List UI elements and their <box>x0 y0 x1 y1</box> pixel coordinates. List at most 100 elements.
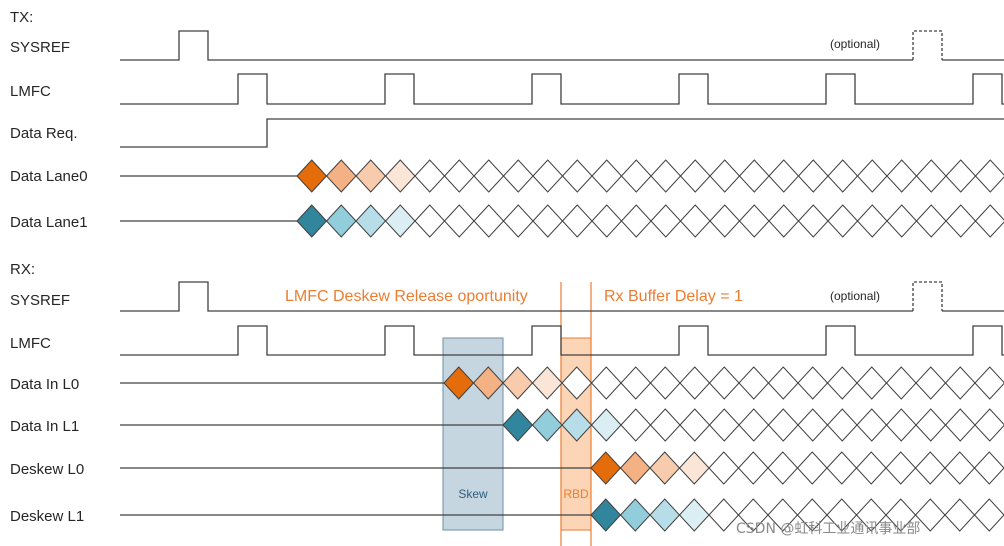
data-symbol-empty <box>502 204 534 238</box>
data-symbol-empty <box>708 408 740 442</box>
data-symbol-empty <box>826 451 858 485</box>
rx-sysref-optional-pulse <box>912 281 943 311</box>
row-label-tx-datareq: Data Req. <box>10 125 78 142</box>
data-symbol-empty <box>473 204 505 238</box>
data-symbol-filled <box>355 159 387 193</box>
data-symbol-filled <box>590 408 622 442</box>
data-symbol-empty <box>708 366 740 400</box>
data-symbol-empty <box>797 366 829 400</box>
row-label-tx-sysref: SYSREF <box>10 39 70 56</box>
data-symbol-empty <box>797 204 829 238</box>
data-symbol-empty <box>915 204 947 238</box>
rx-sysref-signal <box>120 281 913 312</box>
data-symbol-filled <box>619 498 651 532</box>
data-symbol-empty <box>827 204 859 238</box>
data-symbol-filled <box>678 451 710 485</box>
row-label-tx-lane1: Data Lane1 <box>10 214 88 231</box>
data-symbol-filled <box>649 451 681 485</box>
row-label-rx-l0: Data In L0 <box>10 376 79 393</box>
data-symbol-empty <box>945 159 977 193</box>
rx-deskew1-symbols <box>590 498 1004 532</box>
tx-lane0-symbols <box>296 159 1004 193</box>
data-symbol-empty <box>620 204 652 238</box>
row-label-rx-deskew0: Deskew L0 <box>10 461 84 478</box>
data-symbol-filled <box>384 204 416 238</box>
data-symbol-empty <box>620 408 652 442</box>
data-symbol-empty <box>679 159 711 193</box>
tx-datareq-signal <box>120 118 1004 148</box>
data-symbol-empty <box>737 451 769 485</box>
data-symbol-empty <box>945 204 977 238</box>
data-symbol-empty <box>620 159 652 193</box>
data-symbol-empty <box>855 451 887 485</box>
tx-sysref-signal <box>120 30 913 61</box>
data-symbol-empty <box>885 366 917 400</box>
data-symbol-empty <box>473 159 505 193</box>
data-symbol-empty <box>591 204 623 238</box>
rx-lmfc-signal <box>120 325 1004 356</box>
data-symbol-empty <box>708 498 740 532</box>
data-symbol-empty <box>973 498 1004 532</box>
skew-box-label: Skew <box>458 487 488 501</box>
deskew-release-label: LMFC Deskew Release oportunity <box>285 288 528 305</box>
data-symbol-empty <box>443 204 475 238</box>
data-symbol-empty <box>767 366 799 400</box>
data-symbol-empty <box>590 366 622 400</box>
data-symbol-empty <box>708 451 740 485</box>
data-symbol-filled <box>296 159 328 193</box>
data-symbol-empty <box>915 159 947 193</box>
data-symbol-empty <box>679 366 711 400</box>
data-symbol-empty <box>886 204 918 238</box>
data-symbol-empty <box>767 408 799 442</box>
data-symbol-empty <box>856 366 888 400</box>
row-label-tx-lmfc: LMFC <box>10 83 51 100</box>
data-symbol-empty <box>856 159 888 193</box>
rx-l1-symbols <box>502 408 1004 442</box>
data-symbol-empty <box>709 159 741 193</box>
data-symbol-empty <box>502 159 534 193</box>
data-symbol-empty <box>856 204 888 238</box>
data-symbol-filled <box>355 204 387 238</box>
tx-lmfc-signal <box>120 73 1004 105</box>
data-symbol-empty <box>826 366 858 400</box>
data-symbol-empty <box>826 408 858 442</box>
row-label-rx-deskew1: Deskew L1 <box>10 508 84 525</box>
rx-l0-symbols <box>443 366 1004 400</box>
data-symbol-filled <box>531 366 563 400</box>
data-symbol-empty <box>414 159 446 193</box>
data-symbol-empty <box>709 204 741 238</box>
data-symbol-filled <box>296 204 328 238</box>
data-symbol-empty <box>679 204 711 238</box>
rbd-box-label: RBD <box>563 487 589 501</box>
data-symbol-empty <box>885 408 917 442</box>
data-symbol-filled <box>619 451 651 485</box>
data-symbol-empty <box>591 159 623 193</box>
data-symbol-empty <box>768 204 800 238</box>
data-symbol-empty <box>679 408 711 442</box>
data-symbol-empty <box>649 408 681 442</box>
skew-region <box>442 337 504 531</box>
data-symbol-filled <box>502 408 534 442</box>
data-symbol-empty <box>649 366 681 400</box>
tx-optional-label: (optional) <box>830 37 880 51</box>
data-symbol-empty <box>797 159 829 193</box>
data-symbol-empty <box>532 159 564 193</box>
data-symbol-empty <box>768 159 800 193</box>
data-symbol-empty <box>443 159 475 193</box>
data-symbol-empty <box>973 451 1004 485</box>
data-symbol-filled <box>590 498 622 532</box>
data-symbol-empty <box>738 408 770 442</box>
data-symbol-filled <box>384 159 416 193</box>
rx-deskew0-symbols <box>590 451 1004 485</box>
row-label-rx-lmfc: LMFC <box>10 335 51 352</box>
data-symbol-filled <box>590 451 622 485</box>
tx-sysref-optional-pulse <box>912 30 943 60</box>
rx-header: RX: <box>10 261 35 278</box>
data-symbol-empty <box>650 204 682 238</box>
row-label-rx-l1: Data In L1 <box>10 418 79 435</box>
data-symbol-empty <box>532 204 564 238</box>
row-label-rx-sysref: SYSREF <box>10 292 70 309</box>
data-symbol-empty <box>856 408 888 442</box>
data-symbol-empty <box>767 451 799 485</box>
